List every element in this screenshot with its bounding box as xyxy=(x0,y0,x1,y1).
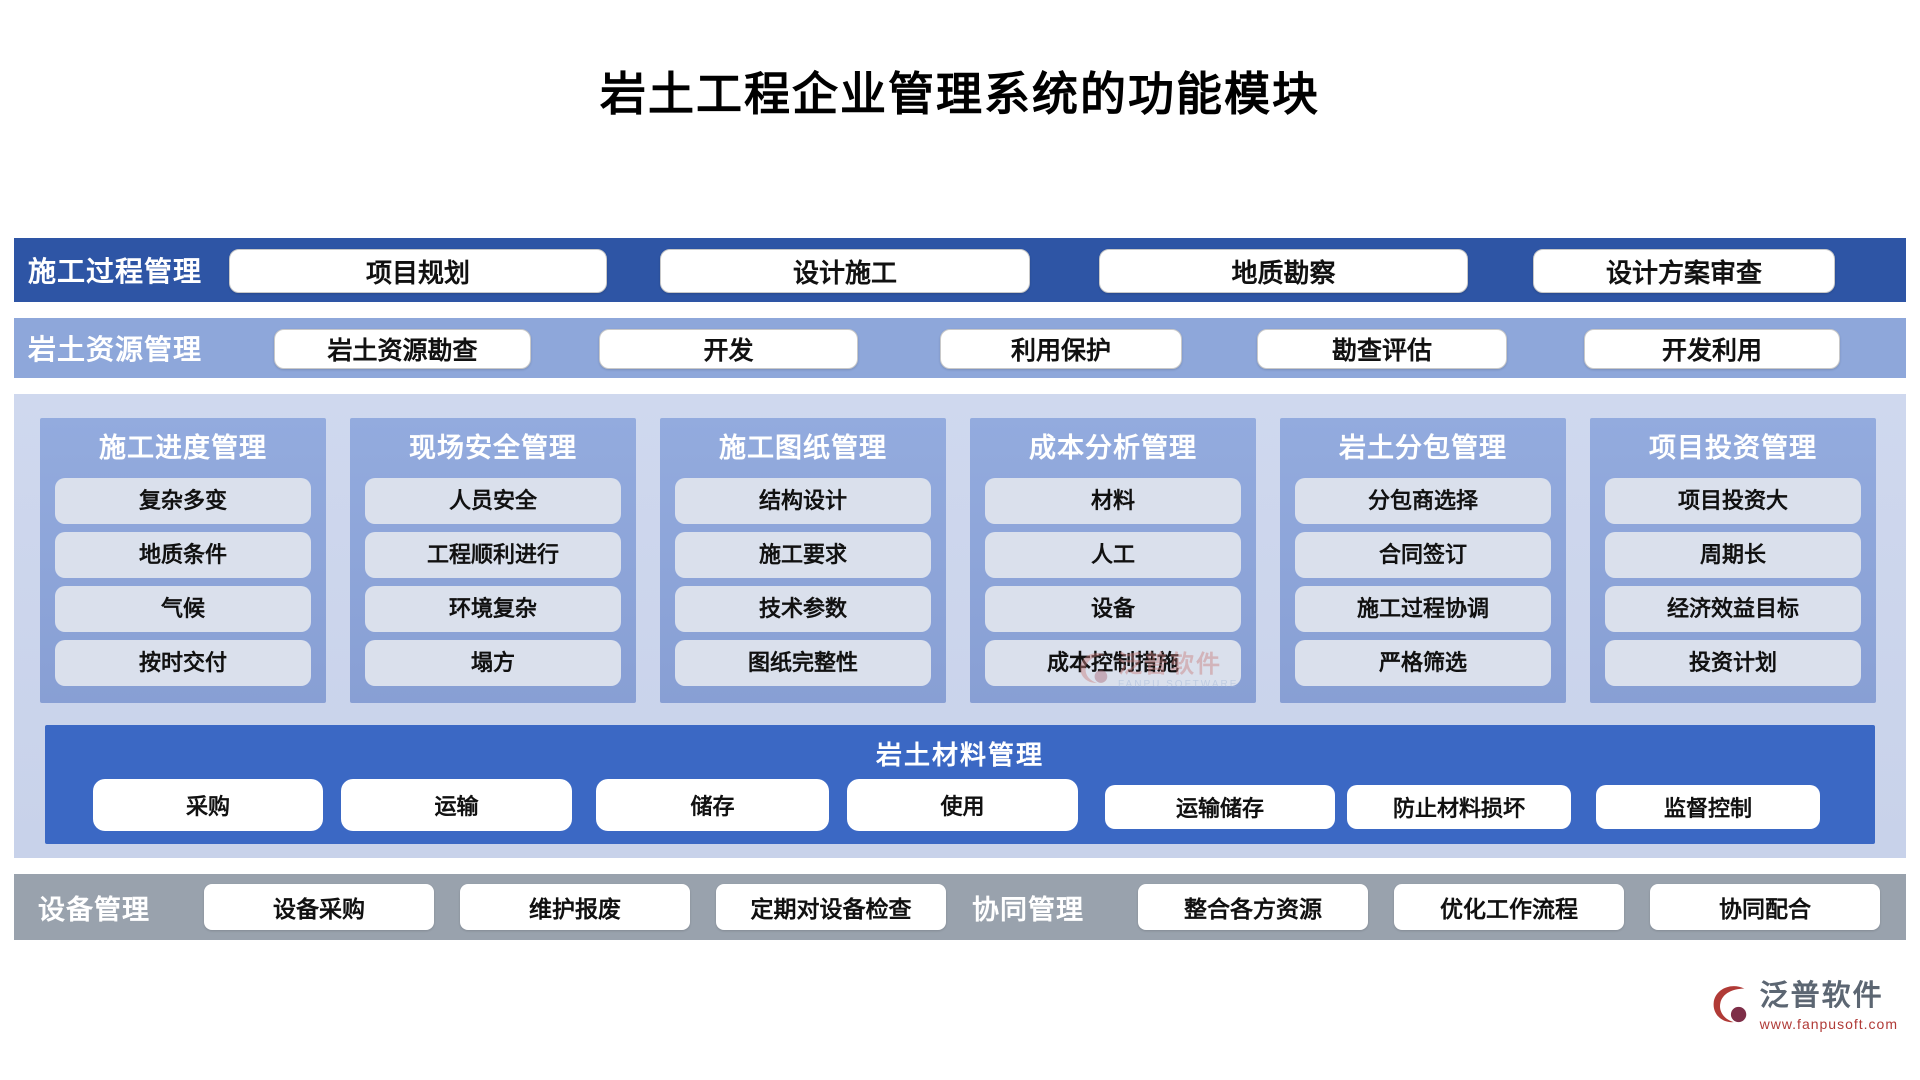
module-design-construction[interactable]: 设计施工 xyxy=(660,249,1030,293)
band-material-management: 岩土材料管理 采购 运输 储存 使用 运输储存 防止材料损坏 监督控制 xyxy=(45,725,1875,844)
middle-panel: 施工进度管理 复杂多变 地质条件 气候 按时交付 现场安全管理 人员安全 工程顺… xyxy=(14,394,1906,858)
module-development[interactable]: 开发 xyxy=(599,329,858,369)
band-resource-management: 岩土资源管理 岩土资源勘查 开发 利用保护 勘查评估 开发利用 xyxy=(14,318,1906,378)
module-supervision-control[interactable]: 监督控制 xyxy=(1596,785,1820,829)
module-resource-survey[interactable]: 岩土资源勘查 xyxy=(274,329,531,369)
column-item[interactable]: 项目投资大 xyxy=(1605,478,1861,524)
footer-logo: 泛普软件 www.fanpusoft.com xyxy=(1706,980,1898,1032)
column-item[interactable]: 投资计划 xyxy=(1605,640,1861,686)
column-title: 成本分析管理 xyxy=(1029,433,1197,463)
band-equipment-label: 设备管理 xyxy=(38,894,150,925)
band-collaboration-label: 协同管理 xyxy=(972,894,1084,925)
column-title: 施工图纸管理 xyxy=(719,433,887,463)
column-title: 岩土分包管理 xyxy=(1339,433,1507,463)
column-item[interactable]: 工程顺利进行 xyxy=(365,532,621,578)
band-material-management-label: 岩土材料管理 xyxy=(875,741,1044,770)
column-item[interactable]: 图纸完整性 xyxy=(675,640,931,686)
band-construction-process: 施工过程管理 项目规划 设计施工 地质勘察 设计方案审查 xyxy=(14,238,1906,302)
column-item[interactable]: 施工过程协调 xyxy=(1295,586,1551,632)
column-item[interactable]: 经济效益目标 xyxy=(1605,586,1861,632)
band-resource-management-label: 岩土资源管理 xyxy=(28,335,203,366)
footer-logo-text: 泛普软件 www.fanpusoft.com xyxy=(1760,980,1898,1032)
footer-logo-name: 泛普软件 xyxy=(1759,980,1884,1012)
column-item[interactable]: 复杂多变 xyxy=(55,478,311,524)
module-maintenance-scrap[interactable]: 维护报废 xyxy=(460,884,690,930)
column-item[interactable]: 设备 xyxy=(985,586,1241,632)
module-storage[interactable]: 储存 xyxy=(596,779,829,831)
column-item[interactable]: 周期长 xyxy=(1605,532,1861,578)
module-collaborative-cooperation[interactable]: 协同配合 xyxy=(1650,884,1880,930)
column-schedule-management: 施工进度管理 复杂多变 地质条件 气候 按时交付 xyxy=(40,418,326,703)
page-title: 岩土工程企业管理系统的功能模块 xyxy=(600,69,1320,120)
module-periodic-inspection[interactable]: 定期对设备检查 xyxy=(716,884,946,930)
module-optimize-workflow[interactable]: 优化工作流程 xyxy=(1394,884,1624,930)
module-project-planning[interactable]: 项目规划 xyxy=(229,249,607,293)
module-development-utilization[interactable]: 开发利用 xyxy=(1584,329,1840,369)
column-title: 项目投资管理 xyxy=(1649,433,1817,463)
column-item[interactable]: 人工 xyxy=(985,532,1241,578)
module-use-protection[interactable]: 利用保护 xyxy=(940,329,1182,369)
column-item[interactable]: 人员安全 xyxy=(365,478,621,524)
module-integrate-resources[interactable]: 整合各方资源 xyxy=(1138,884,1368,930)
column-item[interactable]: 气候 xyxy=(55,586,311,632)
module-transport[interactable]: 运输 xyxy=(341,779,572,831)
column-subcontract-management: 岩土分包管理 分包商选择 合同签订 施工过程协调 严格筛选 xyxy=(1280,418,1566,703)
band-equipment-collaboration: 设备管理 设备采购 维护报废 定期对设备检查 协同管理 整合各方资源 优化工作流… xyxy=(14,874,1906,940)
column-item[interactable]: 分包商选择 xyxy=(1295,478,1551,524)
column-item[interactable]: 严格筛选 xyxy=(1295,640,1551,686)
column-item[interactable]: 技术参数 xyxy=(675,586,931,632)
module-design-review[interactable]: 设计方案审查 xyxy=(1533,249,1835,293)
column-item[interactable]: 环境复杂 xyxy=(365,586,621,632)
column-title: 施工进度管理 xyxy=(99,433,267,463)
module-geological-survey[interactable]: 地质勘察 xyxy=(1099,249,1468,293)
column-item[interactable]: 塌方 xyxy=(365,640,621,686)
footer-logo-url[interactable]: www.fanpusoft.com xyxy=(1759,1016,1898,1032)
column-item[interactable]: 地质条件 xyxy=(55,532,311,578)
column-drawing-management: 施工图纸管理 结构设计 施工要求 技术参数 图纸完整性 xyxy=(660,418,946,703)
module-transport-storage[interactable]: 运输储存 xyxy=(1105,785,1335,829)
fanpu-swoosh-icon xyxy=(1713,986,1746,1023)
column-item[interactable]: 合同签订 xyxy=(1295,532,1551,578)
module-usage[interactable]: 使用 xyxy=(847,779,1078,831)
column-investment-management: 项目投资管理 项目投资大 周期长 经济效益目标 投资计划 xyxy=(1590,418,1876,703)
module-damage-prevention[interactable]: 防止材料损坏 xyxy=(1347,785,1571,829)
column-item[interactable]: 结构设计 xyxy=(675,478,931,524)
column-cost-analysis-management: 成本分析管理 材料 人工 设备 成本控制措施 xyxy=(970,418,1256,703)
column-item[interactable]: 按时交付 xyxy=(55,640,311,686)
column-item[interactable]: 材料 xyxy=(985,478,1241,524)
column-title: 现场安全管理 xyxy=(409,433,577,463)
band-construction-process-label: 施工过程管理 xyxy=(28,257,203,288)
column-item[interactable]: 成本控制措施 xyxy=(985,640,1241,686)
module-equipment-procurement[interactable]: 设备采购 xyxy=(204,884,434,930)
column-site-safety-management: 现场安全管理 人员安全 工程顺利进行 环境复杂 塌方 xyxy=(350,418,636,703)
module-survey-evaluation[interactable]: 勘查评估 xyxy=(1257,329,1507,369)
module-procurement[interactable]: 采购 xyxy=(93,779,323,831)
column-item[interactable]: 施工要求 xyxy=(675,532,931,578)
